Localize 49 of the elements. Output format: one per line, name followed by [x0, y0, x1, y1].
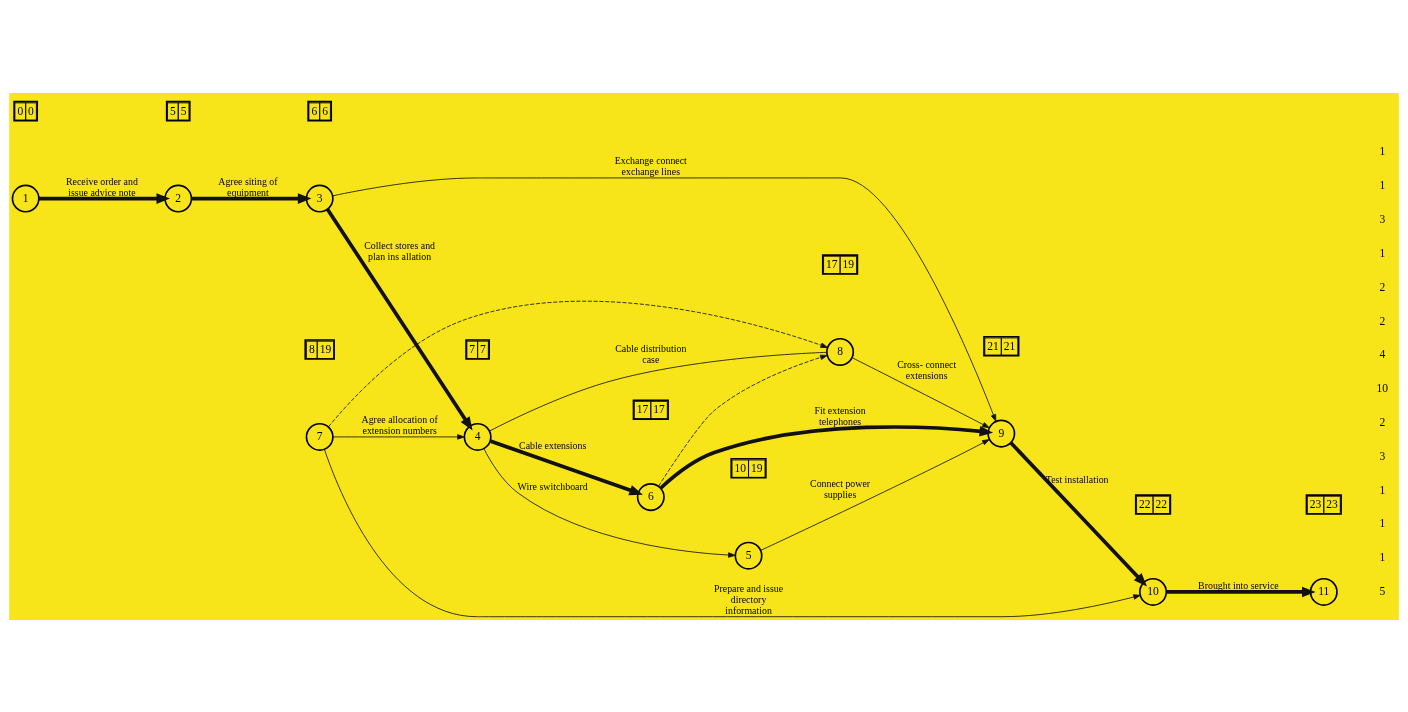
label: 1 [1379, 178, 1386, 191]
label: 5 [1379, 584, 1386, 597]
label: 2 [1379, 314, 1386, 326]
label: 1 [1379, 483, 1386, 496]
node-label: 7 [480, 342, 486, 355]
node-label: 0 [28, 104, 34, 117]
label: 1 [1379, 246, 1386, 259]
label: 2 [1379, 415, 1386, 428]
label: 4 [1379, 347, 1386, 360]
edge-label: Brought into service [1198, 579, 1279, 591]
node-label: 5 [180, 104, 187, 117]
node-label: 6 [311, 104, 318, 117]
node-label: 6 [322, 104, 328, 117]
node-label: 23 [1309, 497, 1322, 510]
node-label: 10 [734, 461, 747, 474]
edge-label: Wire switchboard [517, 480, 588, 492]
node-label: 21 [1003, 339, 1016, 352]
edge-label: Connect power supplies [810, 477, 871, 500]
label: 3 [1379, 212, 1386, 225]
node-label: 23 [1326, 497, 1338, 510]
node-label: 5 [169, 104, 176, 117]
edge-label: Cable distribution case [615, 342, 687, 365]
node-label: 22 [1139, 497, 1151, 510]
label: 2 [1379, 280, 1386, 293]
node-label: 7 [469, 342, 476, 355]
label: 3 [1379, 449, 1386, 462]
node-label: 19 [319, 342, 332, 355]
edge-label: Fit extension telephones [814, 404, 866, 427]
edge-label: Collect stores and plan ins allation [364, 239, 436, 262]
edge-label: Cable extensions [519, 439, 587, 451]
node-label: 17 [826, 257, 838, 270]
node-label: 8 [308, 342, 315, 355]
edge-label: Agree allocation of extension numbers [361, 413, 438, 436]
node-label: 0 [17, 104, 24, 117]
label: 1 [1379, 144, 1386, 157]
node-label: 19 [751, 461, 763, 474]
edge-label: Exchange connect exchange lines [614, 154, 687, 177]
edge-label: Receive order and issue advice note [66, 175, 138, 198]
label: 10 [1376, 381, 1389, 394]
edge-label: Agree siting of equipment [218, 175, 278, 198]
label: 1 [1379, 550, 1386, 563]
node-label: 17 [636, 402, 649, 415]
node-label: 19 [842, 257, 855, 270]
node-label: 22 [1155, 497, 1168, 510]
label: 1 [1379, 516, 1386, 529]
edge-label: Prepare and issue directory information [713, 582, 784, 616]
edge-label: Cross- connect extensions [897, 358, 957, 381]
node-label: 21 [987, 339, 999, 352]
node-label: 17 [653, 402, 665, 415]
